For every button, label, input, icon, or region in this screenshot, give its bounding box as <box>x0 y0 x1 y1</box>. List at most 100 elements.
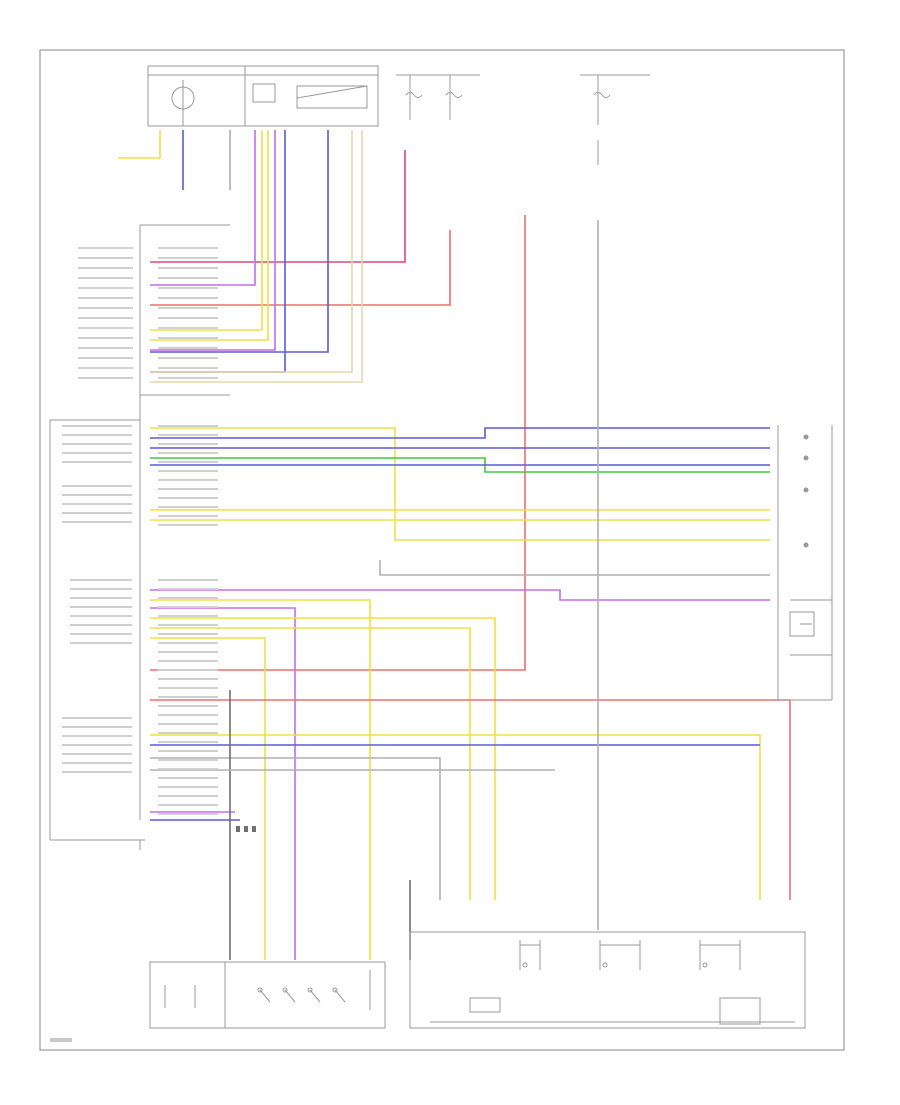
label-mark-53 <box>158 425 218 427</box>
label-mark-64 <box>158 524 218 526</box>
label-mark-70 <box>158 624 218 626</box>
label-mark-8 <box>78 327 133 329</box>
label-mark-14 <box>62 425 132 427</box>
label-mark-30 <box>70 633 132 635</box>
label-mark-7 <box>78 317 133 319</box>
label-mark-80 <box>158 714 218 716</box>
wire-tan-9 <box>150 130 353 373</box>
label-mark-43 <box>158 287 218 289</box>
wire-yellow-25 <box>150 617 496 900</box>
wire-blue-15 <box>150 427 770 439</box>
wire-yellow-13 <box>118 130 161 159</box>
label-mark-3 <box>78 277 133 279</box>
label-mark-57 <box>158 461 218 463</box>
wire-tan-8 <box>150 130 363 383</box>
label-mark-61 <box>158 497 218 499</box>
label-mark-69 <box>158 615 218 617</box>
wire-violet-22 <box>150 589 770 601</box>
label-mark-50 <box>158 357 218 359</box>
label-mark-88 <box>158 786 218 788</box>
label-mark-32 <box>62 717 132 719</box>
label-mark-12 <box>78 367 133 369</box>
wire-yellow-27 <box>150 637 266 960</box>
label-mark-83 <box>158 741 218 743</box>
label-mark-35 <box>62 744 132 746</box>
label-mark-75 <box>158 669 218 671</box>
label-mark-51 <box>158 367 218 369</box>
label-mark-86 <box>158 768 218 770</box>
label-mark-4 <box>78 287 133 289</box>
label-mark-20 <box>62 494 132 496</box>
label-mark-5 <box>78 297 133 299</box>
wire-blue-6 <box>150 130 286 373</box>
wire-yellow-23 <box>150 599 371 960</box>
label-mark-72 <box>158 642 218 644</box>
label-mark-78 <box>158 696 218 698</box>
label-mark-42 <box>158 277 218 279</box>
label-mark-90 <box>158 804 218 806</box>
label-mark-34 <box>62 735 132 737</box>
label-mark-18 <box>62 461 132 463</box>
label-mark-81 <box>158 723 218 725</box>
label-mark-24 <box>70 579 132 581</box>
right-switch-module <box>777 425 833 701</box>
label-mark-48 <box>158 337 218 339</box>
label-mark-40 <box>158 257 218 259</box>
label-mark-21 <box>62 503 132 505</box>
label-mark-46 <box>158 317 218 319</box>
label-mark-31 <box>70 642 132 644</box>
label-mark-0 <box>78 247 133 249</box>
label-mark-28 <box>70 615 132 617</box>
label-mark-23 <box>62 521 132 523</box>
label-mark-60 <box>158 488 218 490</box>
label-mark-25 <box>70 588 132 590</box>
label-mark-45 <box>158 307 218 309</box>
wire-violet-10 <box>150 130 256 286</box>
label-mark-11 <box>78 357 133 359</box>
label-mark-29 <box>70 624 132 626</box>
label-mark-74 <box>158 660 218 662</box>
wire-yellow-3 <box>150 130 269 341</box>
label-mark-55 <box>158 443 218 445</box>
label-mark-33 <box>62 726 132 728</box>
label-mark-39 <box>158 247 218 249</box>
label-mark-41 <box>158 267 218 269</box>
label-mark-27 <box>70 606 132 608</box>
label-mark-49 <box>158 347 218 349</box>
label-mark-1 <box>78 257 133 259</box>
label-mark-19 <box>62 485 132 487</box>
label-mark-17 <box>62 452 132 454</box>
label-mark-16 <box>62 443 132 445</box>
wire-yellow-28 <box>150 734 761 900</box>
label-mark-66 <box>158 588 218 590</box>
label-mark-59 <box>158 479 218 481</box>
wire-yellow-26 <box>150 627 471 900</box>
label-mark-65 <box>158 579 218 581</box>
wire-red-1 <box>150 230 451 306</box>
page-frame <box>39 49 845 1051</box>
label-mark-63 <box>158 515 218 517</box>
label-mark-73 <box>158 651 218 653</box>
label-mark-89 <box>158 795 218 797</box>
label-mark-22 <box>62 512 132 514</box>
wire-red-2 <box>150 215 526 671</box>
label-mark-76 <box>158 678 218 680</box>
label-mark-77 <box>158 687 218 689</box>
label-mark-2 <box>78 267 133 269</box>
bottom-right-switch-box <box>409 931 806 1029</box>
label-mark-85 <box>158 759 218 761</box>
wire-gray-30 <box>150 757 441 900</box>
label-mark-91 <box>158 813 218 815</box>
ground-symbols <box>236 826 256 832</box>
wire-yellow-4 <box>150 130 263 331</box>
label-mark-84 <box>158 750 218 752</box>
label-mark-6 <box>78 307 133 309</box>
wire-gray-21 <box>379 560 770 576</box>
label-mark-54 <box>158 434 218 436</box>
label-mark-10 <box>78 347 133 349</box>
label-mark-87 <box>158 777 218 779</box>
wire-pink-0 <box>150 150 406 263</box>
label-mark-52 <box>158 377 218 379</box>
